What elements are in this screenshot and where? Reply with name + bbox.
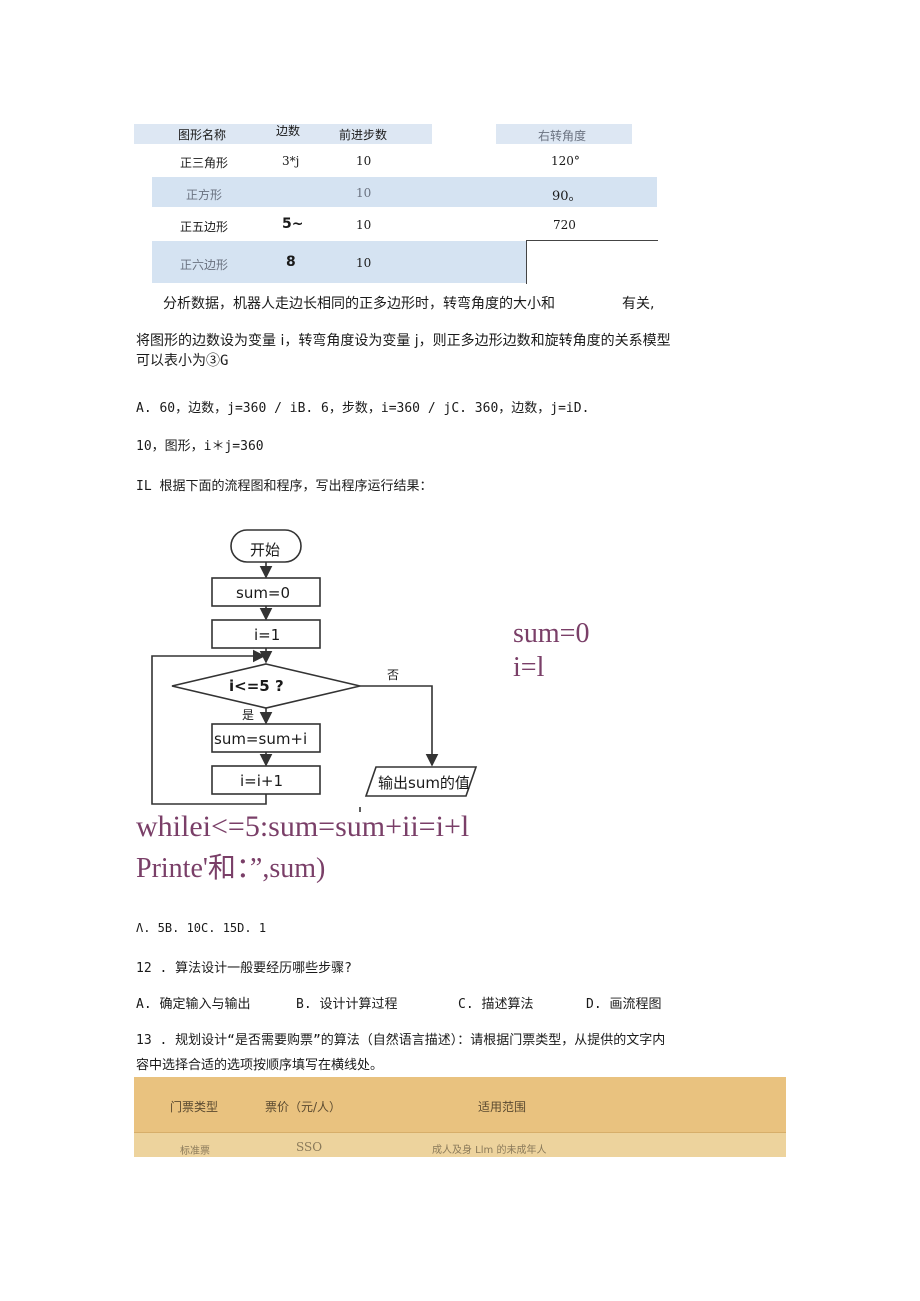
model-line: 将图形的边数设为变量 i，转弯角度设为变量 j，则正多边形边数和旋转角度的关系模… [136,333,671,349]
row2-name: 正方形 [186,188,223,202]
analysis-text-end: 有关, [622,296,655,312]
model-line-2: 可以表小为③G [136,353,229,369]
table-header-band [134,124,432,144]
code-print: Printe'和：”,sum) [136,853,326,884]
flow-init-i-label: i=1 [254,626,281,644]
ticket-row-band [134,1133,786,1157]
row3-sides: 5~ [282,216,304,232]
row1-steps: 10 [356,154,372,168]
question-11: IL 根据下面的流程图和程序，写出程序运行结果： [136,479,433,494]
q12-option-b: B. 设计计算过程 [296,997,398,1012]
row3-name: 正五边形 [180,220,229,234]
row3-steps: 10 [356,218,372,232]
flow-yes-label: 是 [242,708,255,722]
output-parallelogram [364,766,478,797]
row4-band [152,241,526,283]
q12-option-a: A. 确定输入与输出 [136,997,251,1012]
code-init-i: i=l [513,652,545,683]
analysis-text: 分析数据，机器人走边长相同的正多边形时，转弯角度的大小和 [163,296,555,312]
flow-accumulate-label: sum=sum+i [214,730,308,748]
flow-condition-label: i<=5 ? [229,677,284,695]
ticket-header-scope: 适用范围 [478,1100,527,1114]
question-13-line1: 13 . 规划设计“是否需要购票”的算法（自然语言描述）：请根据门票类型，从提供… [136,1033,666,1048]
code-while: whilei<=5:sum=sum+ii=i+l [136,810,470,843]
flow-init-sum-label: sum=0 [236,584,291,602]
no-branch-arrow [360,685,439,767]
q12-option-d: D. 画流程图 [586,997,662,1012]
ticket-row-type: 标准票 [180,1146,210,1157]
options-q10-cont: 10，图形，i＊j=360 [136,439,264,454]
row4-sides: 8 [286,254,296,270]
header-shape-name: 图形名称 [178,128,227,142]
flow-start-label: 开始 [250,541,281,559]
row2-angle: 90。 [552,189,582,204]
row2-steps: 10 [356,186,372,200]
header-turn-angle: 右转角度 [538,129,587,143]
row4-steps: 10 [356,256,372,270]
ticket-header-price: 票价（元/人） [265,1100,342,1114]
flow-no-label: 否 [387,668,400,682]
question-13-line2: 容中选择合适的选项按顺序填写在横线处。 [136,1058,384,1073]
ticket-header-type: 门票类型 [170,1100,219,1114]
q12-option-c: C. 描述算法 [458,997,534,1012]
options-q11: Λ. 5B. 10C. 15D. 1 [136,921,267,935]
flowchart [151,529,478,812]
row1-angle: 120° [551,154,580,168]
header-sides: 边数 [276,124,301,138]
ticket-divider [134,1132,786,1133]
row3-angle: 720 [553,218,576,232]
row4-empty-cell [526,240,658,284]
increment-box [211,765,321,795]
row1-name: 正三角形 [180,156,229,170]
row2-band [152,177,657,207]
flow-increment-label: i=i+1 [240,772,284,790]
question-12: 12 . 算法设计一般要经历哪些步骤? [136,961,352,976]
header-steps: 前进步数 [339,128,388,142]
row4-name: 正六边形 [180,258,229,272]
table-header-band-right [496,124,632,144]
flow-output-label: 输出sum的值 [378,774,470,792]
code-init-sum: sum=0 [513,618,590,649]
ticket-row-scope: 成人及身 Llm 的未成年人 [432,1145,547,1156]
loop-back-arrow [151,649,267,805]
ticket-row-price: SSO [296,1140,323,1154]
options-q10: A. 60，边数，j=360 / iB. 6，步数，i=360 / jC. 36… [136,401,590,416]
ticket-header-band [134,1077,786,1133]
row1-sides: 3*j [282,154,300,168]
